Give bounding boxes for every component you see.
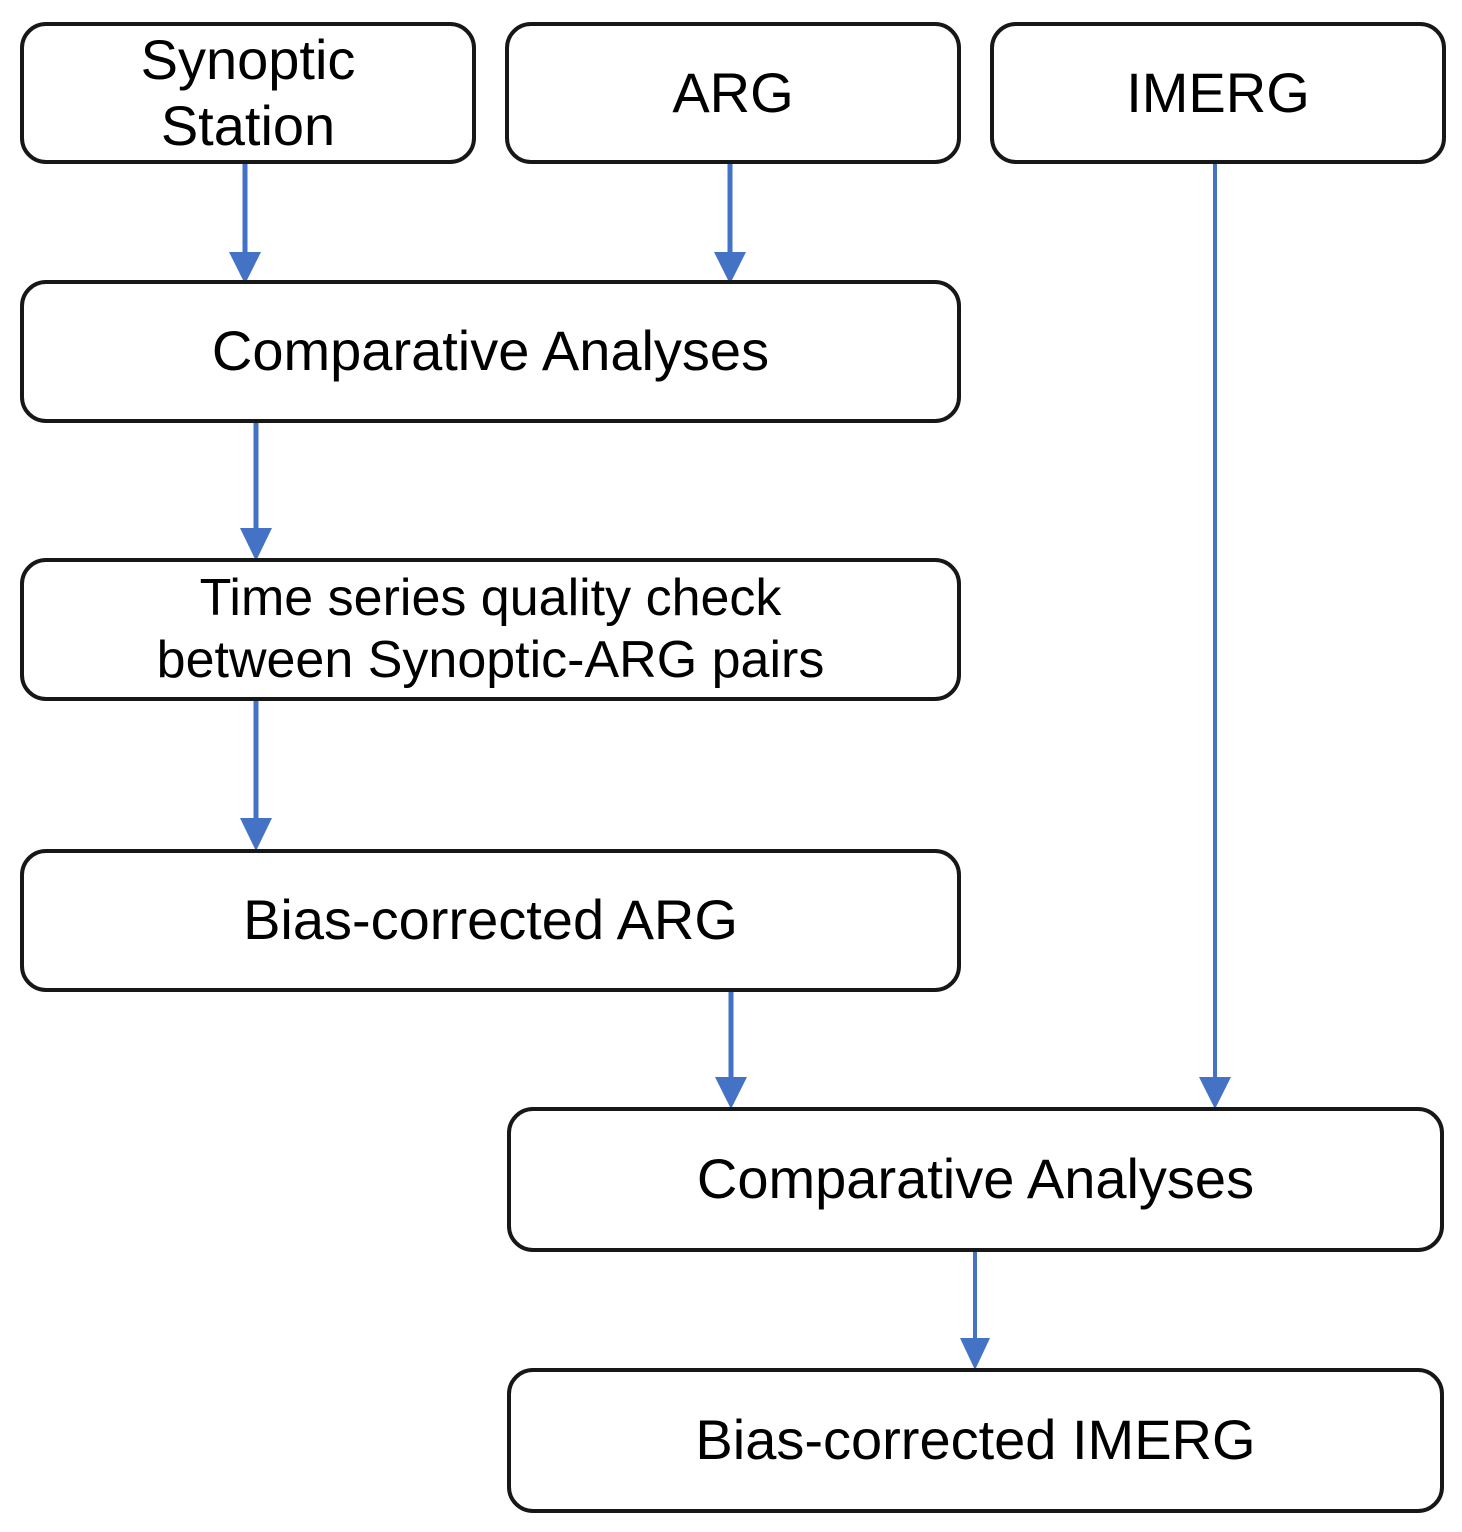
arrow-arg-to-comparative-1 [714,160,746,284]
node-synoptic-station[interactable]: Synoptic Station [20,22,476,164]
arrow-imerg-to-comparative-2 [1199,161,1231,1109]
node-bias-corrected-arg-label: Bias-corrected ARG [243,888,738,952]
node-imerg[interactable]: IMERG [990,22,1446,164]
arrow-synoptic-to-comparative-1 [229,160,261,284]
node-arg[interactable]: ARG [505,22,961,164]
node-bias-corrected-arg[interactable]: Bias-corrected ARG [20,849,961,992]
node-bias-corrected-imerg-label: Bias-corrected IMERG [695,1408,1256,1472]
node-comparative-analyses-1-label: Comparative Analyses [211,319,770,383]
node-time-series-quality-check[interactable]: Time series quality check between Synopt… [20,558,961,701]
node-comparative-analyses-2[interactable]: Comparative Analyses [507,1107,1444,1252]
node-imerg-label: IMERG [1126,60,1310,124]
arrow-bias-arg-to-comparative-2 [715,989,747,1109]
node-bias-corrected-imerg[interactable]: Bias-corrected IMERG [507,1368,1444,1513]
arrow-comparative-1-to-quality-check [240,420,272,561]
arrow-quality-check-to-bias-arg [240,698,272,851]
node-arg-label: ARG [672,60,794,124]
node-time-series-quality-check-label: Time series quality check between Synopt… [156,569,825,689]
node-comparative-analyses-2-label: Comparative Analyses [696,1147,1255,1211]
arrow-comparative-2-to-bias-imerg [960,1248,990,1370]
node-synoptic-station-label: Synoptic Station [140,27,356,157]
node-comparative-analyses-1[interactable]: Comparative Analyses [20,280,961,423]
